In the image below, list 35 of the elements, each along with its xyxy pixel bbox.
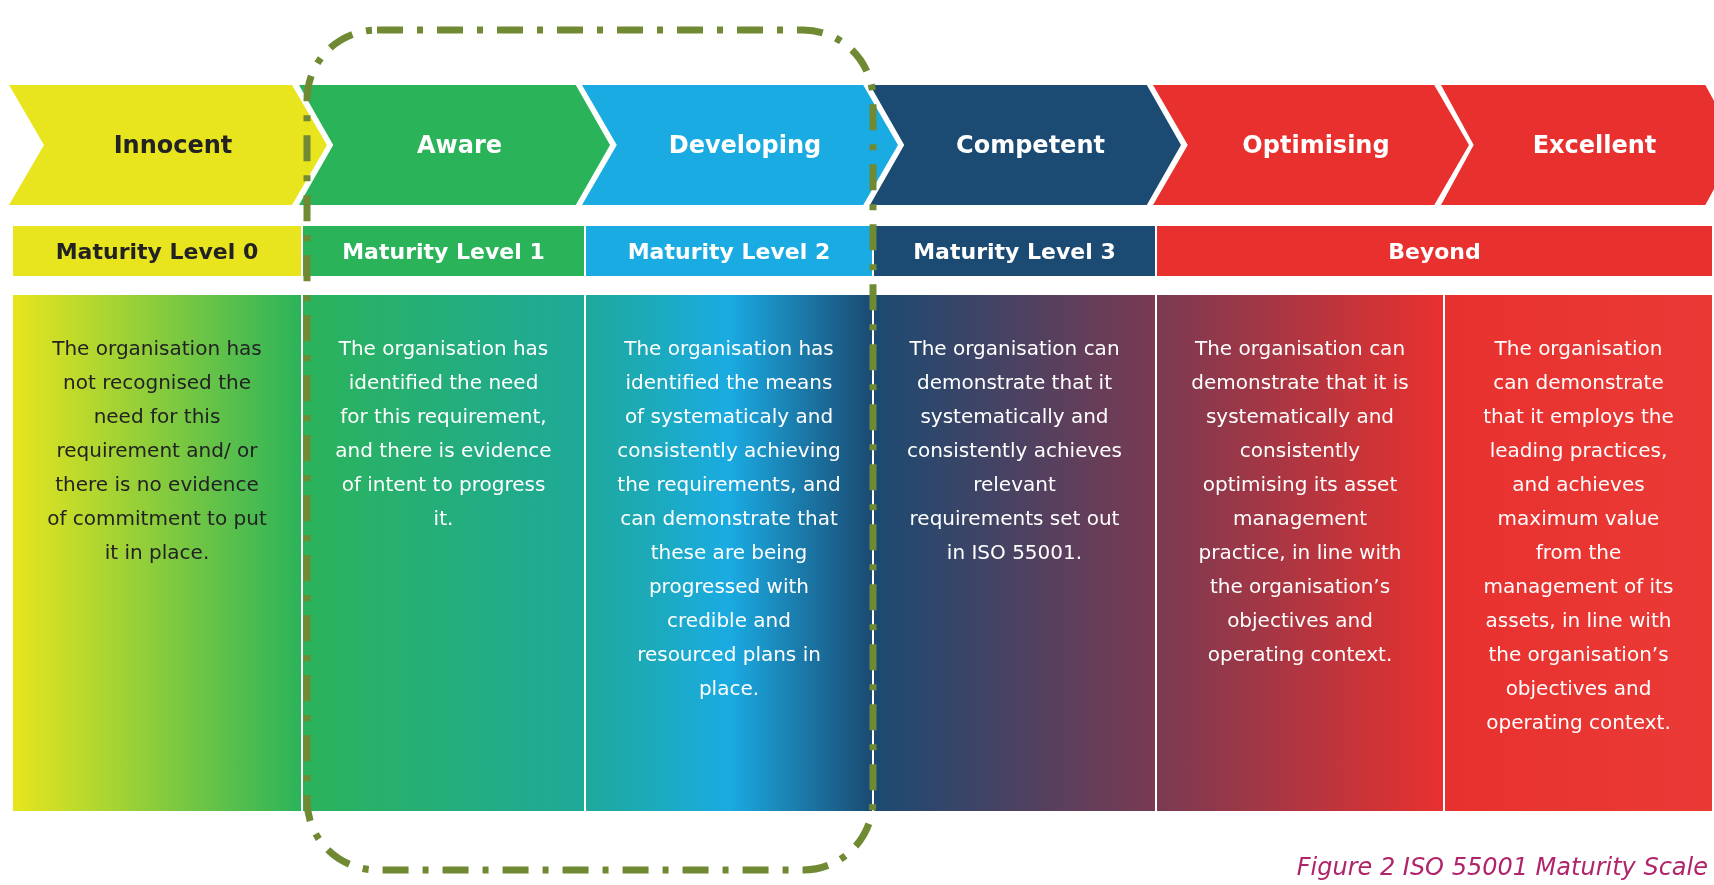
stage-banner: [870, 85, 1181, 205]
stage-name: Innocent: [113, 131, 233, 159]
description-text: The organisation has not recognised the need for this requirement and/ or there is no evidence of commitment to put it in place.: [46, 335, 268, 566]
description-text: The organisation has identified the means of systematicaly and consistently achieving the requirements, and can demonstrate that these are being progressed with credible and resourced plans in place.: [616, 335, 842, 702]
description-panel: [303, 295, 584, 811]
description-text: The organisation can demonstrate that it employs the leading practices, and achieves maximum value from the management of its assets, in line with the organisation’s objectives and operating context.: [1482, 335, 1675, 736]
description-panel: [586, 295, 872, 811]
level-band: [303, 226, 584, 276]
stage-banner: [299, 85, 610, 205]
stage-banner: [9, 85, 327, 205]
description-panel: [1157, 295, 1443, 811]
stage-name: Aware: [416, 131, 503, 159]
level-band: [874, 226, 1155, 276]
level-band: [13, 226, 301, 276]
stage-banner: [1153, 85, 1469, 205]
level-band: [1157, 226, 1712, 276]
description-panel: [874, 295, 1155, 811]
stage-name: Developing: [668, 131, 822, 159]
stage-name: Optimising: [1242, 131, 1390, 159]
description-text: The organisation can demonstrate that it systematically and consistently achieves relevant requirements set out in ISO 55001.: [905, 335, 1124, 566]
stage-banner: [582, 85, 898, 205]
figure-caption: Figure 2 ISO 55001 Maturity Scale: [1296, 853, 1708, 881]
level-label: Maturity Level 0: [55, 238, 259, 264]
stage-name: Excellent: [1532, 131, 1657, 159]
level-label: Maturity Level 3: [913, 238, 1116, 264]
level-label: Beyond: [1388, 238, 1481, 264]
description-panel: [1445, 295, 1712, 811]
description-text: The organisation can demonstrate that it is systematically and consistently optimising its asset management practice, in line with the organisation’s objectives and operating context.: [1190, 335, 1410, 668]
level-band: [586, 226, 872, 276]
stage-banner: [1441, 85, 1714, 205]
level-label: Maturity Level 1: [342, 238, 545, 264]
description-text: The organisation has identified the need for this requirement, and there is evidence of intent to progress it.: [334, 335, 553, 532]
description-panel: [13, 295, 301, 811]
stage-name: Competent: [956, 131, 1105, 159]
level-label: Maturity Level 2: [627, 238, 831, 264]
